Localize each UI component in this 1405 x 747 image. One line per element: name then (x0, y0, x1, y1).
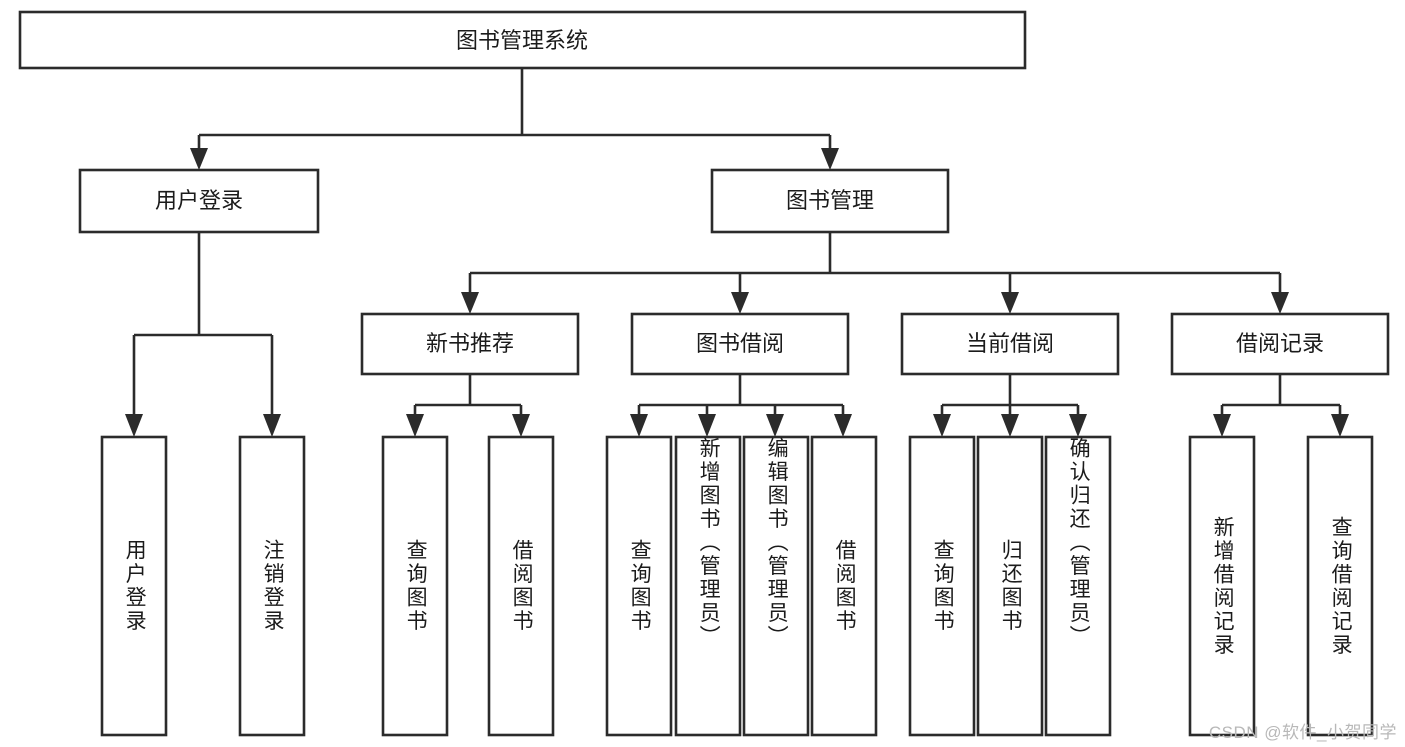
node-group: 图书管理系统 用户登录 图书管理 新书推荐 图书借阅 当前借阅 借阅记录 (18, 10, 1390, 737)
arrowhead-leaf-borrow-book-1 (512, 414, 530, 437)
node-new-book-recommend-box[interactable] (360, 312, 580, 376)
node-borrow-record-label: 借阅记录 (1236, 331, 1324, 356)
node-leaf-user-logout-box[interactable] (238, 435, 306, 737)
arrowhead-leaf-query-record (1331, 414, 1349, 437)
node-leaf-add-record-box[interactable] (1188, 435, 1256, 737)
arrowhead-leaf-confirm-return (1069, 414, 1087, 437)
arrowhead-user-login (190, 148, 208, 170)
arrowhead-leaf-edit-book (766, 414, 784, 437)
node-leaf-borrow-book-1-box[interactable] (487, 435, 555, 737)
node-book-manage-box[interactable] (710, 168, 950, 234)
node-current-borrow-label: 当前借阅 (966, 331, 1054, 356)
node-user-login-box[interactable] (78, 168, 320, 234)
arrowhead-new-book-recommend (461, 292, 479, 314)
arrowhead-leaf-query-book-1 (406, 414, 424, 437)
arrowhead-current-borrow (1001, 292, 1019, 314)
node-leaf-return-book-box[interactable] (976, 435, 1044, 737)
node-current-borrow-box[interactable] (900, 312, 1120, 376)
connector-group (125, 68, 1349, 437)
node-leaf-edit-book-box[interactable] (742, 435, 810, 737)
node-book-borrow-box[interactable] (630, 312, 850, 376)
csdn-watermark: CSDN @软件_小贺同学 (1208, 723, 1397, 742)
arrowhead-leaf-user-login (125, 414, 143, 437)
node-leaf-confirm-return-box[interactable] (1044, 435, 1112, 737)
node-book-manage-label: 图书管理 (786, 188, 874, 213)
node-leaf-add-book-box[interactable] (674, 435, 742, 737)
arrowhead-leaf-add-record (1213, 414, 1231, 437)
arrowhead-leaf-query-book-2 (630, 414, 648, 437)
arrowhead-leaf-query-book-3 (933, 414, 951, 437)
arrowhead-leaf-user-logout (263, 414, 281, 437)
arrowhead-leaf-return-book (1001, 414, 1019, 437)
node-leaf-query-book-2-box[interactable] (605, 435, 673, 737)
arrowhead-leaf-borrow-book-2 (834, 414, 852, 437)
node-leaf-user-login-box[interactable] (100, 435, 168, 737)
arrowhead-borrow-record (1271, 292, 1289, 314)
node-new-book-recommend-label: 新书推荐 (426, 331, 514, 356)
node-book-borrow-label: 图书借阅 (696, 331, 784, 356)
node-user-login-label: 用户登录 (155, 188, 243, 213)
node-borrow-record-box[interactable] (1170, 312, 1390, 376)
node-root-box[interactable] (18, 10, 1027, 70)
node-leaf-query-book-3-box[interactable] (908, 435, 976, 737)
arrowhead-leaf-add-book (698, 414, 716, 437)
node-leaf-borrow-book-2-box[interactable] (810, 435, 878, 737)
arrowhead-book-borrow (731, 292, 749, 314)
arrowhead-book-manage (821, 148, 839, 170)
node-leaf-query-record-box[interactable] (1306, 435, 1374, 737)
node-leaf-query-book-1-box[interactable] (381, 435, 449, 737)
node-root-label: 图书管理系统 (456, 28, 588, 53)
